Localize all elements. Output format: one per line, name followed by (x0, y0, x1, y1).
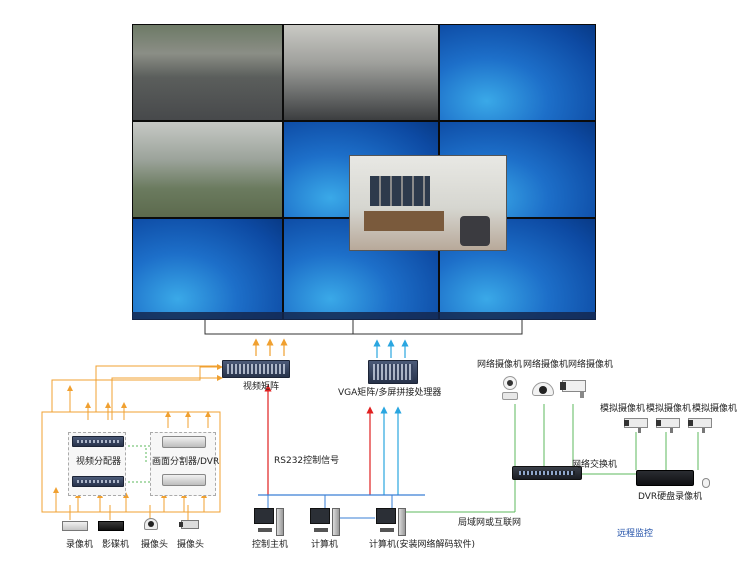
splitter-rack-icon (72, 436, 124, 447)
computer-label: 计算机 (311, 540, 339, 550)
camera-label-2: 摄像头 (177, 540, 205, 550)
dvd-player-icon (98, 521, 124, 531)
analog-camera-icon (688, 418, 714, 434)
recorder-icon (62, 521, 88, 531)
wall-screen-desktop (132, 218, 283, 320)
network-camera-icon (560, 376, 592, 398)
computer-decoder-label: 计算机(安装网络解码软件) (369, 540, 476, 550)
remote-label: 远程监控 (617, 529, 654, 539)
processor-rack-icon (368, 360, 418, 384)
splitter-rack-icon (72, 476, 124, 487)
network-camera-icon (532, 378, 554, 398)
mouse-icon (702, 478, 710, 488)
wall-taskbar (132, 312, 596, 320)
net-switch-label: 网络交换机 (572, 460, 618, 470)
vga-processor-label: VGA矩阵/多屏拼接处理器 (338, 388, 442, 398)
recorder-label: 录像机 (66, 540, 94, 550)
dvr-unit-icon (162, 474, 206, 486)
net-cam-label-1: 网络摄像机 (477, 360, 523, 370)
camera-label-1: 摄像头 (141, 540, 169, 550)
wall-screen-desktop (439, 24, 596, 121)
wall-overlay-control-room (349, 155, 507, 251)
wall-screen-aerial (132, 121, 283, 218)
net-cam-label-2: 网络摄像机 (523, 360, 569, 370)
analog-cam-label-2: 模拟摄像机 (646, 404, 692, 414)
analog-camera-icon (624, 418, 650, 434)
splitter-label: 视频分配器 (76, 457, 122, 467)
control-host-label: 控制主机 (252, 540, 289, 550)
computer-icon (310, 508, 340, 536)
computer-icon (254, 508, 284, 536)
wall-screen-garage (283, 24, 439, 121)
lan-label: 局域网或互联网 (458, 518, 522, 528)
network-switch-icon (512, 466, 582, 480)
wall-screen-street (132, 24, 283, 121)
analog-cam-label-3: 模拟摄像机 (692, 404, 738, 414)
video-matrix-label: 视频矩阵 (243, 382, 280, 392)
matrix-rack-icon (222, 360, 290, 378)
dvd-label: 影碟机 (102, 540, 130, 550)
analog-cam-label-1: 模拟摄像机 (600, 404, 646, 414)
network-camera-icon (500, 376, 520, 402)
dvr-box-icon (636, 470, 694, 486)
computer-icon (376, 508, 406, 536)
net-cam-label-3: 网络摄像机 (568, 360, 614, 370)
rs232-label: RS232控制信号 (274, 456, 340, 466)
box-camera-icon (179, 520, 199, 532)
dvr-recorder-label: DVR硬盘录像机 (638, 492, 703, 502)
screen-splitter-label: 画面分割器/DVR (152, 457, 220, 467)
analog-camera-icon (656, 418, 682, 434)
dvr-unit-icon (162, 436, 206, 448)
dome-camera-icon (144, 518, 158, 530)
